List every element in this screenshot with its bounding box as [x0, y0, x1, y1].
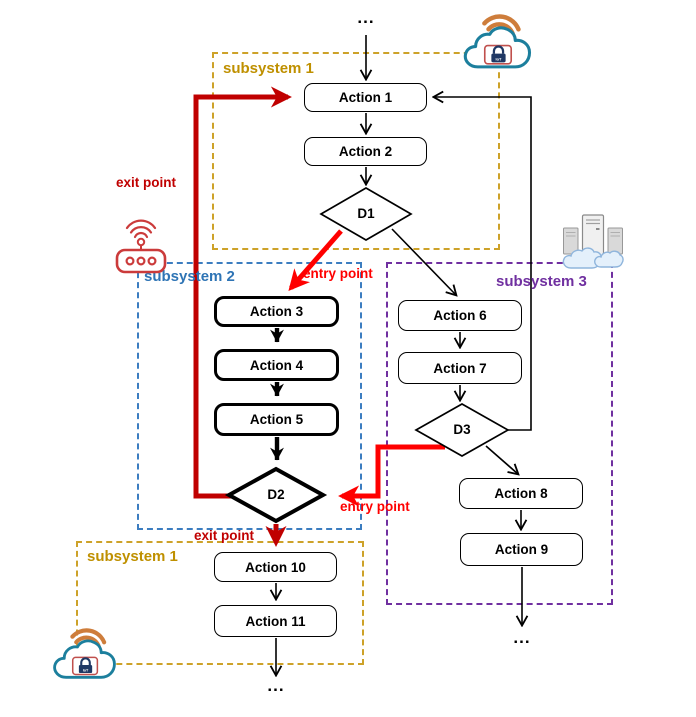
decision-d1	[319, 187, 413, 241]
subsystem3-box	[386, 262, 613, 605]
node-action1: Action 1	[304, 83, 427, 112]
subsystem3-label: subsystem 3	[496, 273, 587, 290]
edge-d1-action6	[391, 228, 456, 295]
decision-d3	[414, 403, 510, 457]
servers-cloud-icon	[561, 213, 625, 271]
iot-cloud-lock-icon-top	[456, 14, 542, 73]
node-action11: Action 11	[214, 605, 337, 637]
subsystem1-top-box	[212, 52, 500, 250]
subsystem2-box	[137, 262, 362, 530]
entry-point-d2-label: entry point	[340, 499, 410, 514]
node-action6: Action 6	[398, 300, 522, 331]
subsystem1-bottom-box	[76, 541, 364, 665]
subsystem1-top-label: subsystem 1	[223, 60, 314, 77]
subsystem2-label: subsystem 2	[144, 268, 235, 285]
wifi-router-icon	[110, 217, 172, 277]
edge-d3-action8	[485, 445, 518, 474]
node-action2: Action 2	[304, 137, 427, 166]
label-d2: D2	[267, 487, 285, 502]
edge-d3-action1-loop	[434, 97, 532, 431]
entry-point-d1-label: entry point	[303, 266, 373, 281]
decision-d2	[224, 466, 328, 524]
node-action8: Action 8	[459, 478, 583, 509]
edge-d2-action1-exit	[193, 86, 292, 499]
edge-d3-d2-entry	[338, 444, 445, 507]
node-action5: Action 5	[214, 403, 339, 436]
node-action4: Action 4	[214, 349, 339, 381]
iot-cloud-lock-icon-bottom	[46, 628, 126, 683]
label-d1: D1	[357, 206, 375, 221]
flow-end-dots-right: ...	[513, 628, 531, 647]
edge-d1-action3-entry	[288, 229, 343, 291]
node-action3: Action 3	[214, 296, 339, 327]
node-action10: Action 10	[214, 552, 337, 582]
exit-point-left-label: exit point	[116, 175, 176, 190]
node-action9: Action 9	[460, 533, 583, 566]
flow-start-dots: ...	[357, 8, 375, 27]
subsystem1-bottom-label: subsystem 1	[87, 548, 178, 565]
label-d3: D3	[453, 422, 471, 437]
flow-end-dots-bottom: ...	[267, 676, 285, 695]
node-action7: Action 7	[398, 352, 522, 384]
exit-point-bottom-label: exit point	[194, 528, 254, 543]
